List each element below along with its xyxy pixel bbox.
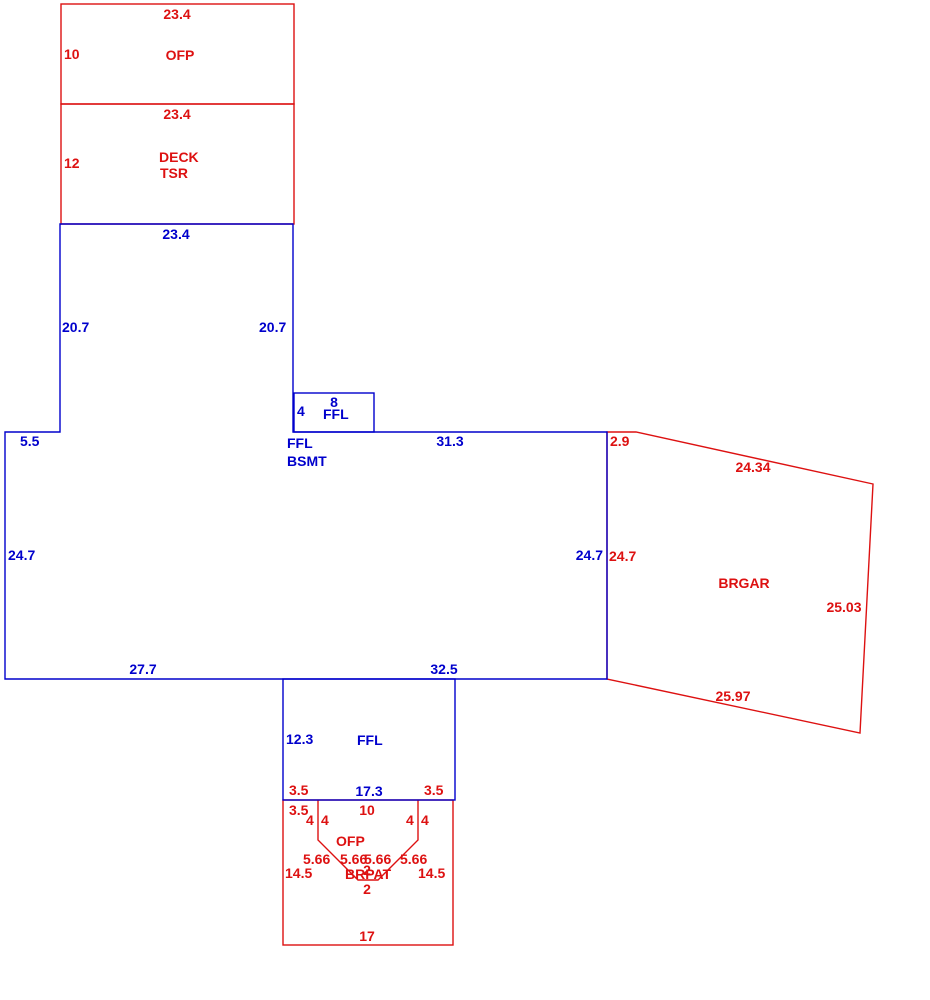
main-dim-bottom-right: 32.5: [430, 661, 457, 677]
garage-dim-right: 25.03: [826, 599, 861, 615]
main-dim-bottom-left: 27.7: [129, 661, 156, 677]
bay-outline: [317, 800, 419, 881]
ofp-top-label: OFP: [166, 47, 195, 63]
bay-side-left-inner: 4: [321, 812, 329, 828]
main-dim-top-right: 31.3: [436, 433, 463, 449]
bay-diag-rr: 5.66: [400, 851, 427, 867]
main-dim-left: 24.7: [8, 547, 35, 563]
bay-dim-top: 10: [359, 802, 375, 818]
patio-label: BRPAT: [345, 866, 392, 882]
main-label-ffl: FFL: [287, 435, 313, 451]
ofp-top-dim-left: 10: [64, 46, 80, 62]
deck-dim-left: 12: [64, 155, 80, 171]
garage-dim-corner: 2.9: [610, 433, 630, 449]
main-structure-outline: [4, 223, 608, 680]
ffl-small-outline: [293, 392, 375, 433]
ffl-lower-ext-right: 3.5: [424, 782, 444, 798]
garage-dim-top: 24.34: [735, 459, 770, 475]
garage-dim-left: 24.7: [609, 548, 636, 564]
ffl-lower-ext-left: 3.5: [289, 782, 309, 798]
bay-diag-lr: 5.66: [340, 851, 367, 867]
garage-dim-bottom: 25.97: [715, 688, 750, 704]
deck-label: DECK: [159, 149, 199, 165]
garage-label: BRGAR: [718, 575, 769, 591]
bay-side-left-outer: 4: [306, 812, 314, 828]
bay-front-b: 2: [363, 881, 371, 897]
bay-front-a: 2: [363, 862, 371, 878]
main-dim-right: 24.7: [576, 547, 603, 563]
ffl-small-dim-left: 4: [297, 403, 305, 419]
bay-diag-ll: 5.66: [303, 851, 330, 867]
wing-dim-top: 23.4: [162, 226, 189, 242]
bay-diag-rl: 5.66: [364, 851, 391, 867]
ffl-lower-outline: [282, 678, 456, 801]
ffl-small-label: FFL: [323, 406, 349, 422]
wing-dim-left: 20.7: [62, 319, 89, 335]
ffl-small-dim-top: 8: [330, 394, 338, 410]
patio-dim-left: 14.5: [285, 865, 312, 881]
deck-label-tsr: TSR: [160, 165, 188, 181]
patio-dim-right: 14.5: [418, 865, 445, 881]
ffl-lower-label: FFL: [357, 732, 383, 748]
ffl-lower-dim-left: 12.3: [286, 731, 313, 747]
patio-corner-left: 3.5: [289, 802, 309, 818]
bay-side-right-outer: 4: [421, 812, 429, 828]
patio-dim-bottom: 17: [359, 928, 375, 944]
bay-label: OFP: [336, 833, 365, 849]
main-label-bsmt: BSMT: [287, 453, 327, 469]
ffl-lower-dim-bottom: 17.3: [355, 783, 382, 799]
bay-side-right-inner: 4: [406, 812, 414, 828]
ofp-top-dim-top: 23.4: [163, 6, 190, 22]
main-dim-top-left: 5.5: [20, 433, 40, 449]
wing-dim-right: 20.7: [259, 319, 286, 335]
deck-dim-top: 23.4: [163, 106, 190, 122]
